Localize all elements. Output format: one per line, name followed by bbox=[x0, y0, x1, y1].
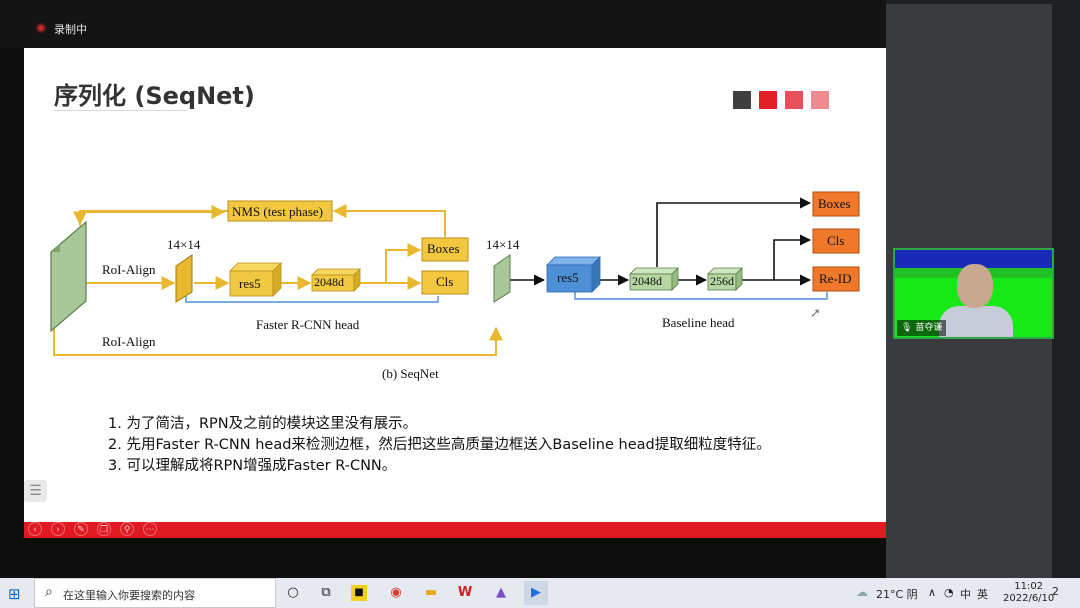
sticky-notes-icon[interactable]: ■ bbox=[351, 585, 367, 601]
seqnet-diagram bbox=[50, 191, 860, 356]
file-explorer-icon[interactable]: ▬ bbox=[424, 585, 438, 600]
speaker-body bbox=[939, 306, 1013, 337]
feature-2048d-right-label: 2048d bbox=[632, 274, 662, 288]
zoom-icon[interactable]: ⚲ bbox=[120, 522, 134, 536]
chevron-up-icon[interactable]: ∧ bbox=[928, 586, 937, 599]
task-view-icon[interactable]: ⧉ bbox=[321, 585, 331, 600]
nms-label: NMS (test phase) bbox=[232, 204, 323, 219]
search-icon: ⌕ bbox=[45, 584, 53, 600]
swatch bbox=[759, 91, 777, 109]
wps-office-icon[interactable]: W bbox=[457, 585, 473, 600]
res5-right-label: res5 bbox=[557, 270, 579, 285]
ime-language[interactable]: 英 bbox=[977, 588, 988, 601]
list-item: 3. 可以理解成将RPN增强成Faster R-CNN。 bbox=[108, 458, 397, 474]
taskbar-search[interactable]: ⌕ 在这里输入你要搜索的内容 bbox=[34, 578, 276, 608]
diagram-caption: (b) SeqNet bbox=[382, 366, 439, 381]
baseline-head-label: Baseline head bbox=[662, 315, 735, 330]
video-background-banner bbox=[895, 250, 1052, 268]
chrome-icon[interactable]: ◉ bbox=[390, 585, 402, 600]
swatch bbox=[811, 91, 829, 109]
photo-app-icon[interactable]: ▲ bbox=[496, 585, 506, 600]
boxes-right-label: Boxes bbox=[818, 196, 851, 211]
clock-time: 11:02 bbox=[1014, 581, 1044, 592]
weather-text[interactable]: 21°C 阴 bbox=[876, 588, 918, 601]
size-label-left: 14×14 bbox=[167, 237, 201, 252]
title-underline bbox=[54, 110, 186, 111]
more-icon[interactable]: ⋯ bbox=[143, 522, 157, 536]
microphone-icon: 🎙 bbox=[901, 323, 913, 333]
cls-right-label: Cls bbox=[827, 233, 845, 248]
reid-label: Re-ID bbox=[819, 271, 852, 286]
next-icon[interactable]: › bbox=[51, 522, 65, 536]
cls-mid-label: Cls bbox=[436, 274, 454, 289]
list-item: 1. 为了简洁，RPN及之前的模块这里没有展示。 bbox=[108, 416, 418, 432]
windows-start-icon[interactable]: ⊞ bbox=[8, 585, 21, 603]
bullet-list: 1. 为了简洁，RPN及之前的模块这里没有展示。 2. 先用Faster R-C… bbox=[108, 414, 771, 477]
notification-icon[interactable]: 2 bbox=[1052, 585, 1066, 599]
slide-title: 序列化 (SeqNet) bbox=[54, 82, 255, 110]
list-item: 2. 先用Faster R-CNN head来检测边框，然后把这些高质量边框送入… bbox=[108, 437, 771, 453]
copy-icon[interactable]: ❐ bbox=[97, 522, 111, 536]
prev-icon[interactable]: ‹ bbox=[28, 522, 42, 536]
mouse-cursor-icon: ➚ bbox=[810, 306, 821, 321]
wifi-icon[interactable]: ◔ bbox=[944, 586, 954, 599]
roi-align-bottom-label: RoI-Align bbox=[102, 334, 156, 349]
list-icon[interactable]: ☰ bbox=[24, 480, 47, 502]
pen-icon[interactable]: ✎ bbox=[74, 522, 88, 536]
meeting-app-icon[interactable]: ▶ bbox=[524, 581, 548, 605]
search-input[interactable]: 在这里输入你要搜索的内容 bbox=[63, 589, 195, 602]
speaker-name: 苗夺谦 bbox=[915, 323, 943, 333]
roi-align-top-label: RoI-Align bbox=[102, 262, 156, 277]
recording-label: 录制中 bbox=[54, 23, 87, 36]
cortana-icon[interactable]: ○ bbox=[287, 585, 299, 600]
speaker-name-tag: 🎙 苗夺谦 bbox=[897, 320, 947, 336]
slide-footer-bar bbox=[24, 522, 886, 538]
swatch bbox=[785, 91, 803, 109]
speaker-head bbox=[957, 264, 993, 308]
clock-date: 2022/6/10 bbox=[1003, 593, 1055, 604]
cloud-icon: ☁ bbox=[856, 585, 868, 599]
presentation-toolbar: ‹ › ✎ ❐ ⚲ ⋯ bbox=[28, 522, 157, 538]
ime-mode[interactable]: 中 bbox=[960, 588, 971, 601]
taskbar: ⊞ ⌕ 在这里输入你要搜索的内容 ○ ⧉ ■ ◉ ▬ W ▲ ▶ ☁ 21°C … bbox=[0, 578, 1080, 608]
size-label-right: 14×14 bbox=[486, 237, 520, 252]
boxes-mid-label: Boxes bbox=[427, 241, 460, 256]
video-tile[interactable]: 🎙 苗夺谦 bbox=[893, 248, 1054, 339]
recording-icon bbox=[36, 23, 46, 33]
presentation-slide: 序列化 (SeqNet) bbox=[24, 48, 886, 538]
notification-count: 2 bbox=[1052, 585, 1059, 598]
feature-2048d-left-label: 2048d bbox=[314, 275, 344, 289]
clock[interactable]: 11:02 2022/6/10 bbox=[1003, 581, 1054, 605]
swatch bbox=[733, 91, 751, 109]
feature-256d-label: 256d bbox=[710, 274, 734, 288]
res5-left-label: res5 bbox=[239, 276, 261, 291]
faster-rcnn-head-label: Faster R-CNN head bbox=[256, 317, 360, 332]
